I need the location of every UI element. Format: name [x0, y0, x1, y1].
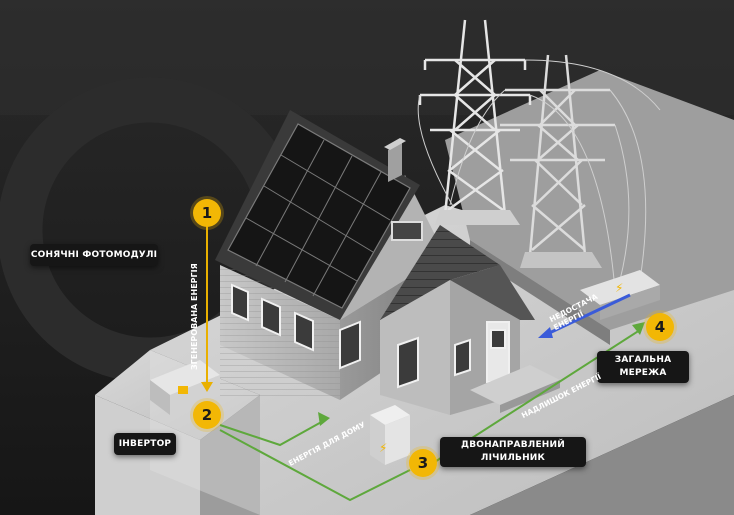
solar-modules-label: Сонячні фотомодулі [30, 244, 158, 266]
step-badge-4: 4 [646, 313, 674, 341]
inverter-label: Інвертор [114, 433, 176, 455]
power-tower-back [418, 19, 532, 216]
step-badge-2: 2 [193, 401, 221, 429]
generated-energy-text: Згенерована енергія [190, 263, 199, 370]
step-badge-1: 1 [193, 199, 221, 227]
house-windows [231, 283, 361, 370]
grid-label: Загальна мережа [597, 351, 689, 383]
power-tower-front [500, 54, 615, 256]
bidirectional-meter-label: Двонаправлений лічильник [440, 437, 586, 467]
step-badge-3: 3 [409, 449, 437, 477]
svg-text:⚡: ⚡ [379, 441, 387, 455]
meter-device: ⚡ [370, 405, 410, 465]
solar-panels [227, 123, 411, 309]
svg-text:⚡: ⚡ [615, 281, 623, 295]
